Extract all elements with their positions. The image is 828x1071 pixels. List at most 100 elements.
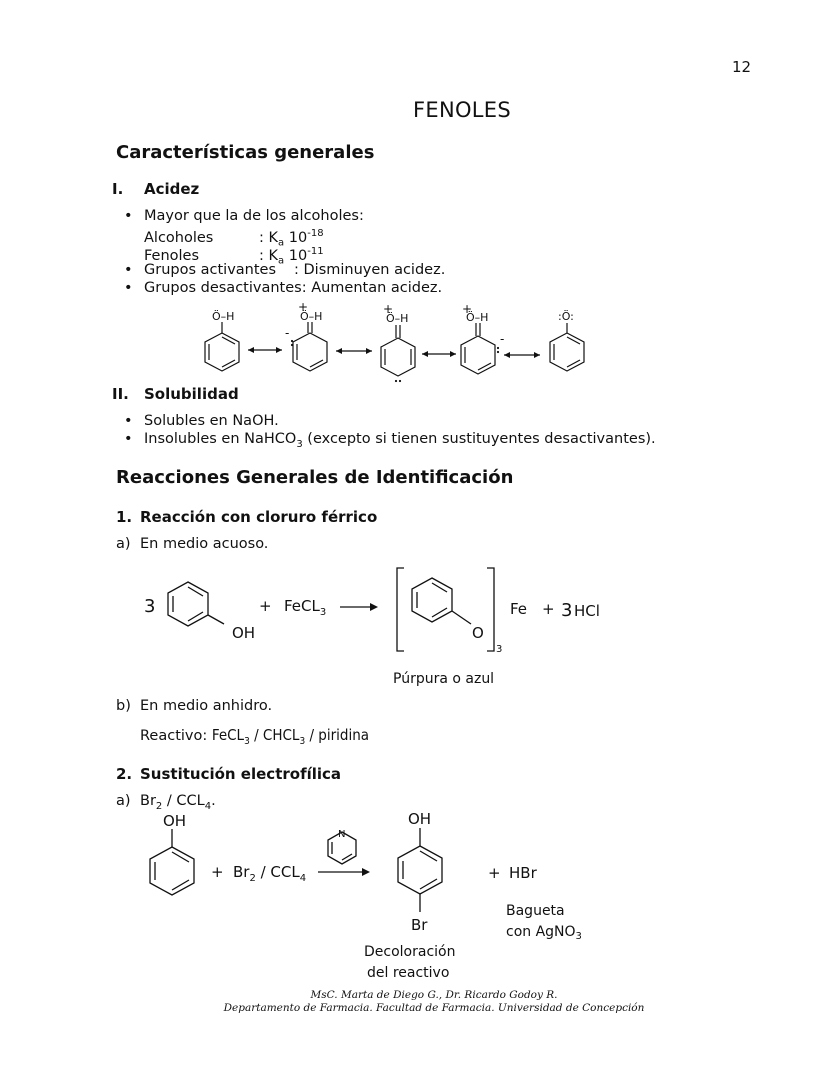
cyclohexadienone-ring-4 [460, 335, 496, 375]
list-marker: b) [116, 698, 131, 714]
ka-exponent: -18 [307, 228, 324, 239]
phenol-ring [167, 581, 209, 627]
plus-charge-2: + [298, 300, 308, 314]
list-marker: a) [116, 536, 131, 552]
o-label: O [472, 624, 484, 642]
reaction-1-part-a: a) En medio acuoso. [116, 535, 268, 553]
subscript: 3 [296, 438, 303, 450]
fecl3-label: FeCL3 [284, 597, 326, 618]
oh-label-2: OH [408, 810, 431, 828]
hydroxyl-label-1: Ö–H [212, 310, 234, 323]
reaction-title: Reacción con cloruro férrico [140, 508, 378, 526]
subsection-title: Solubilidad [144, 385, 239, 403]
right-bracket [487, 567, 495, 652]
list-item-acidez-2: • Grupos activantes : Disminuyen acidez. [124, 261, 445, 279]
reaction-number: 2. [116, 765, 133, 783]
subsection-solubilidad: II. Solubilidad [112, 385, 239, 403]
alcoholes-label: Alcoholes [144, 229, 214, 246]
list-item-text: Insolubles en NaHCO [144, 431, 297, 447]
pyridine-n-label: N [338, 829, 345, 840]
subsection-acidez: I. Acidez [112, 180, 199, 198]
oh-label: OH [232, 624, 255, 642]
footer-department: Departamento de Farmacia. Facultad de Fa… [223, 1002, 645, 1014]
subsection-title: Acidez [144, 180, 200, 198]
minus-charge-4: - [500, 332, 504, 346]
list-item-text: Mayor que la de los alcoholes: [144, 208, 364, 224]
part-text: En medio acuoso. [140, 536, 269, 552]
reactivo-line: Reactivo: FeCL3 / CHCL3 / piridina [140, 726, 369, 751]
plus-charge-3: + [383, 302, 393, 316]
reactivo-formula: FeCL3 / CHCL3 / piridina [211, 726, 370, 747]
list-item-label: Grupos activantes [144, 262, 277, 278]
plus-sign: + [211, 863, 224, 881]
bullet: • [124, 280, 133, 296]
fe-label: Fe [510, 600, 527, 618]
reaction-1-part-b: b) En medio anhidro. [116, 697, 272, 715]
reactivo-label: Reactivo: [140, 728, 208, 744]
hydroxyl-label-4: Ö–H [466, 311, 488, 324]
coefficient: 3 [144, 596, 155, 617]
part-text: En medio anhidro. [140, 698, 273, 714]
hbr-label: HBr [509, 864, 538, 882]
bullet: • [124, 208, 133, 224]
ka-base: 10 [284, 229, 308, 246]
br2-ccl4-label: Br2 / CCL4 [233, 863, 306, 884]
list-marker: a) [116, 793, 131, 809]
bromophenol-ring [397, 845, 443, 895]
cyclohexadienone-ring-2 [292, 332, 328, 372]
list-item-sol-1: •Solubles en NaOH. [124, 412, 279, 430]
fenoles-label: Fenoles [144, 247, 200, 264]
ka-base: 10 [284, 247, 308, 264]
hydroxyl-label-2: Ö–H [300, 310, 322, 323]
hcl-label: HCl [574, 602, 600, 620]
list-item-text: Solubles en NaOH. [144, 413, 279, 429]
coefficient-2: 3 [561, 600, 572, 621]
ka-subscript: a [278, 237, 285, 249]
list-item-text: (excepto si tienen sustituyentes desacti… [302, 431, 656, 447]
phenoxide-ring [411, 577, 453, 623]
phenoxide-label: :Ö: [558, 310, 574, 323]
pyridine-ring [327, 831, 357, 865]
minus-charge-2: - [285, 326, 289, 340]
phenol-ring [149, 846, 195, 896]
cyclohexadienone-ring-3 [380, 337, 416, 377]
page-number: 12 [732, 58, 752, 76]
plus-sign-2: + [488, 864, 501, 882]
plus-sign: + [259, 597, 272, 615]
bullet: • [124, 262, 133, 278]
list-item-text: Grupos desactivantes: Aumentan acidez. [144, 280, 443, 296]
alcoholes-row: Alcoholes : Ka 10-18 [144, 225, 324, 253]
section-heading-reacciones: Reacciones Generales de Identificación [116, 467, 514, 488]
list-item-value: : Disminuyen acidez. [294, 262, 446, 278]
ka-label: : K [259, 229, 279, 246]
plus-charge-4: + [462, 302, 472, 316]
page-title: FENOLES [413, 98, 511, 122]
bracket-subscript: 3 [496, 644, 502, 655]
hydroxyl-label-3: Ö–H [386, 312, 408, 325]
list-item-acidez-3: • Grupos desactivantes: Aumentan acidez. [124, 279, 442, 297]
footer-authors: MsC. Marta de Diego G., Dr. Ricardo Godo… [310, 989, 558, 1001]
decoloracion-note-line2: del reactivo [367, 965, 449, 981]
plus-sign-2: + [542, 600, 555, 618]
ka-exponent: -11 [307, 246, 324, 257]
benzene-ring-1 [204, 332, 240, 372]
br-label: Br [411, 916, 428, 934]
fenoles-row: Fenoles: Ka 10-11 [144, 243, 324, 271]
left-bracket [396, 567, 404, 652]
color-note: Púrpura o azul [393, 671, 494, 687]
reaction-2-heading: 2. Sustitución electrofílica [116, 765, 341, 783]
phenoxide-ring-5 [549, 332, 585, 372]
list-item-acidez-1: • Mayor que la de los alcoholes: [124, 207, 364, 225]
roman-numeral: I. [112, 180, 124, 198]
bagueta-note-line1: Bagueta [506, 903, 565, 919]
reaction-number: 1. [116, 508, 133, 526]
section-heading-general: Características generales [116, 142, 375, 163]
bullet: • [124, 431, 133, 447]
reaction-1-heading: 1. Reacción con cloruro férrico [116, 508, 377, 526]
list-item-sol-2: • Insolubles en NaHCO3 (excepto si tienen… [124, 430, 656, 454]
ka-label: : K [259, 247, 279, 264]
roman-numeral: II. [112, 385, 129, 403]
decoloracion-note-line1: Decoloración [364, 944, 455, 960]
reaction-title: Sustitución electrofílica [140, 765, 342, 783]
reaction-2-part-a: a)Br2 / CCL4. [116, 793, 216, 812]
